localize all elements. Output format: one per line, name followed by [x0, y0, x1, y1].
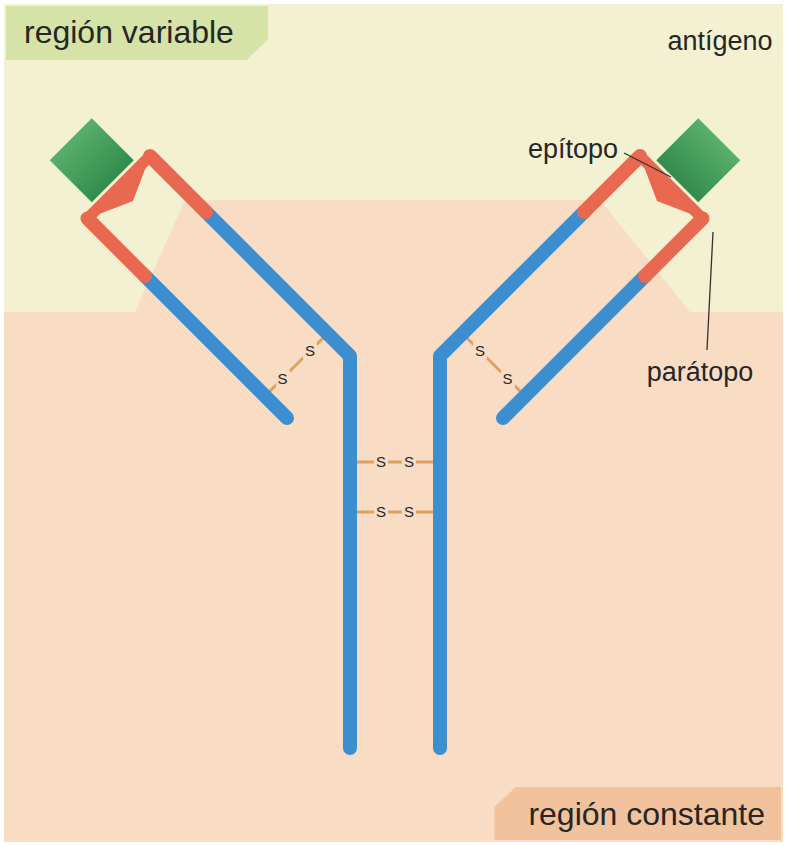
sulfur-atom: S — [374, 503, 388, 520]
region-tab: región variable — [6, 6, 268, 60]
sulfur-atom: S — [402, 453, 416, 470]
epitope-label: epítopo — [528, 134, 618, 165]
sulfur-atom: S — [402, 503, 416, 520]
light-variable-domain — [645, 219, 703, 277]
sulfur-atom: S — [374, 453, 388, 470]
paratope-label: parátopo — [647, 357, 754, 388]
antigen-diamond — [656, 118, 740, 202]
sulfur-atom: S — [275, 370, 289, 387]
constant-region-ground — [4, 200, 783, 842]
antibody-arm — [50, 118, 350, 748]
light-chain — [145, 276, 287, 418]
sulfur-atom: S — [303, 342, 317, 359]
heavy-chain — [440, 212, 584, 748]
sulfur-atom: S — [500, 370, 514, 387]
leader-line — [624, 153, 671, 177]
disulfide-bond — [350, 461, 440, 464]
antigen-label: antígeno — [667, 26, 772, 57]
heavy-chain — [206, 212, 350, 748]
region-name: región constante — [528, 795, 765, 833]
disulfide-bond — [463, 334, 526, 397]
disulfide-bond — [265, 334, 328, 397]
light-variable-domain — [88, 219, 146, 277]
variable-region-ground — [4, 4, 783, 842]
sulfur-atom: S — [473, 342, 487, 359]
heavy-variable-domain — [150, 156, 206, 212]
region-tab: región constante — [494, 787, 781, 840]
light-chain — [503, 276, 645, 418]
antigen-diamond — [50, 118, 134, 202]
antibody-arm — [440, 118, 740, 748]
leader-line — [707, 232, 713, 350]
region-name: región variable — [24, 13, 234, 51]
disulfide-bond — [350, 511, 440, 514]
